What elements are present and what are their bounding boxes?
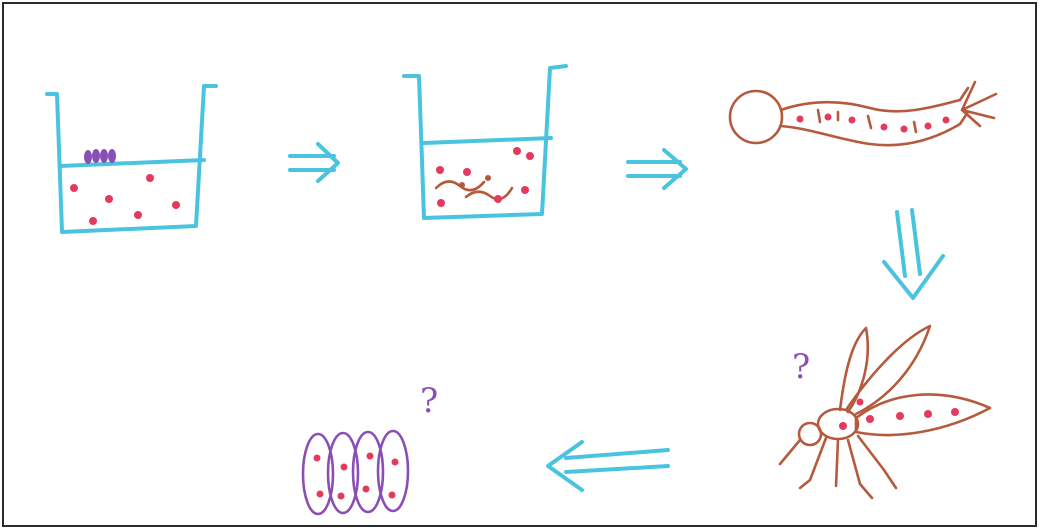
cell (376, 429, 410, 513)
larva-squiggle (464, 186, 514, 201)
beaker-larvae (402, 64, 568, 220)
cell-cluster: ? (301, 381, 438, 516)
arrow-right-1 (288, 142, 340, 183)
mosquito-dots (839, 398, 959, 430)
water-dot (89, 217, 97, 225)
water-dot (494, 195, 502, 203)
body-dot (880, 123, 888, 131)
water-dot (105, 195, 113, 203)
body-dot (824, 113, 832, 121)
water-dot (513, 147, 521, 155)
water-dots-2 (436, 147, 534, 207)
question-mark-adult: ? (792, 347, 810, 387)
egg (108, 149, 116, 163)
water-dot (437, 199, 445, 207)
egg (100, 149, 108, 163)
body-dot (924, 410, 932, 418)
larva-dots (796, 113, 950, 133)
body-dot (896, 412, 904, 420)
cell-dot (388, 491, 396, 499)
cell-dot (316, 490, 324, 498)
water-dot (436, 166, 444, 174)
body-dot (942, 116, 950, 124)
mosquito-wing-right (844, 324, 932, 416)
body-dot (866, 415, 874, 423)
body-dot (796, 115, 804, 123)
water-dot (521, 186, 529, 194)
larva-drawing (728, 80, 998, 147)
cell (351, 430, 385, 514)
beaker-2-water-line (422, 136, 553, 145)
larvae-squiggles (434, 175, 514, 201)
cell-dot (313, 454, 321, 462)
larva-head (459, 182, 465, 188)
larva-body-bottom (778, 110, 970, 147)
body-dot (924, 122, 932, 130)
water-dot (70, 184, 78, 192)
beaker-2-outline (402, 64, 568, 220)
body-dot (951, 408, 959, 416)
cell-dot (362, 485, 370, 493)
larva-tail-bristles (960, 80, 998, 128)
beaker-eggs (45, 84, 218, 234)
larva-segment-marks (816, 108, 918, 134)
cell-dot (340, 463, 348, 471)
arrow-left (546, 440, 670, 492)
mosquito-proboscis (778, 438, 802, 466)
water-dot (463, 168, 471, 176)
body-dot (900, 125, 908, 133)
beaker-1-water-line (58, 158, 206, 168)
larva-body-top (779, 86, 970, 113)
body-dot (848, 116, 856, 124)
body-dot (856, 398, 864, 406)
arrow-down (882, 208, 945, 300)
egg (92, 149, 100, 163)
beaker-1-outline (45, 84, 218, 234)
water-dot (146, 174, 154, 182)
mosquito-abdomen (854, 393, 992, 437)
larva-head-circle (728, 89, 784, 145)
mosquito-legs (798, 434, 898, 500)
cell (301, 432, 335, 516)
cell-dot (337, 492, 345, 500)
cell-dot (366, 452, 374, 460)
question-mark-cells: ? (420, 381, 438, 421)
water-dot (134, 211, 142, 219)
water-dots-1 (70, 174, 180, 225)
body-dot (839, 422, 847, 430)
mosquito-head (797, 421, 823, 447)
arrow-right-2 (626, 148, 688, 190)
egg (84, 150, 92, 164)
cell-dots (313, 452, 399, 500)
mosquito-drawing: ? (778, 324, 992, 500)
water-dot (526, 152, 534, 160)
water-dot (172, 201, 180, 209)
egg-raft (84, 149, 116, 164)
cell (326, 431, 360, 515)
cell-dot (391, 458, 399, 466)
larva-head (485, 175, 491, 181)
